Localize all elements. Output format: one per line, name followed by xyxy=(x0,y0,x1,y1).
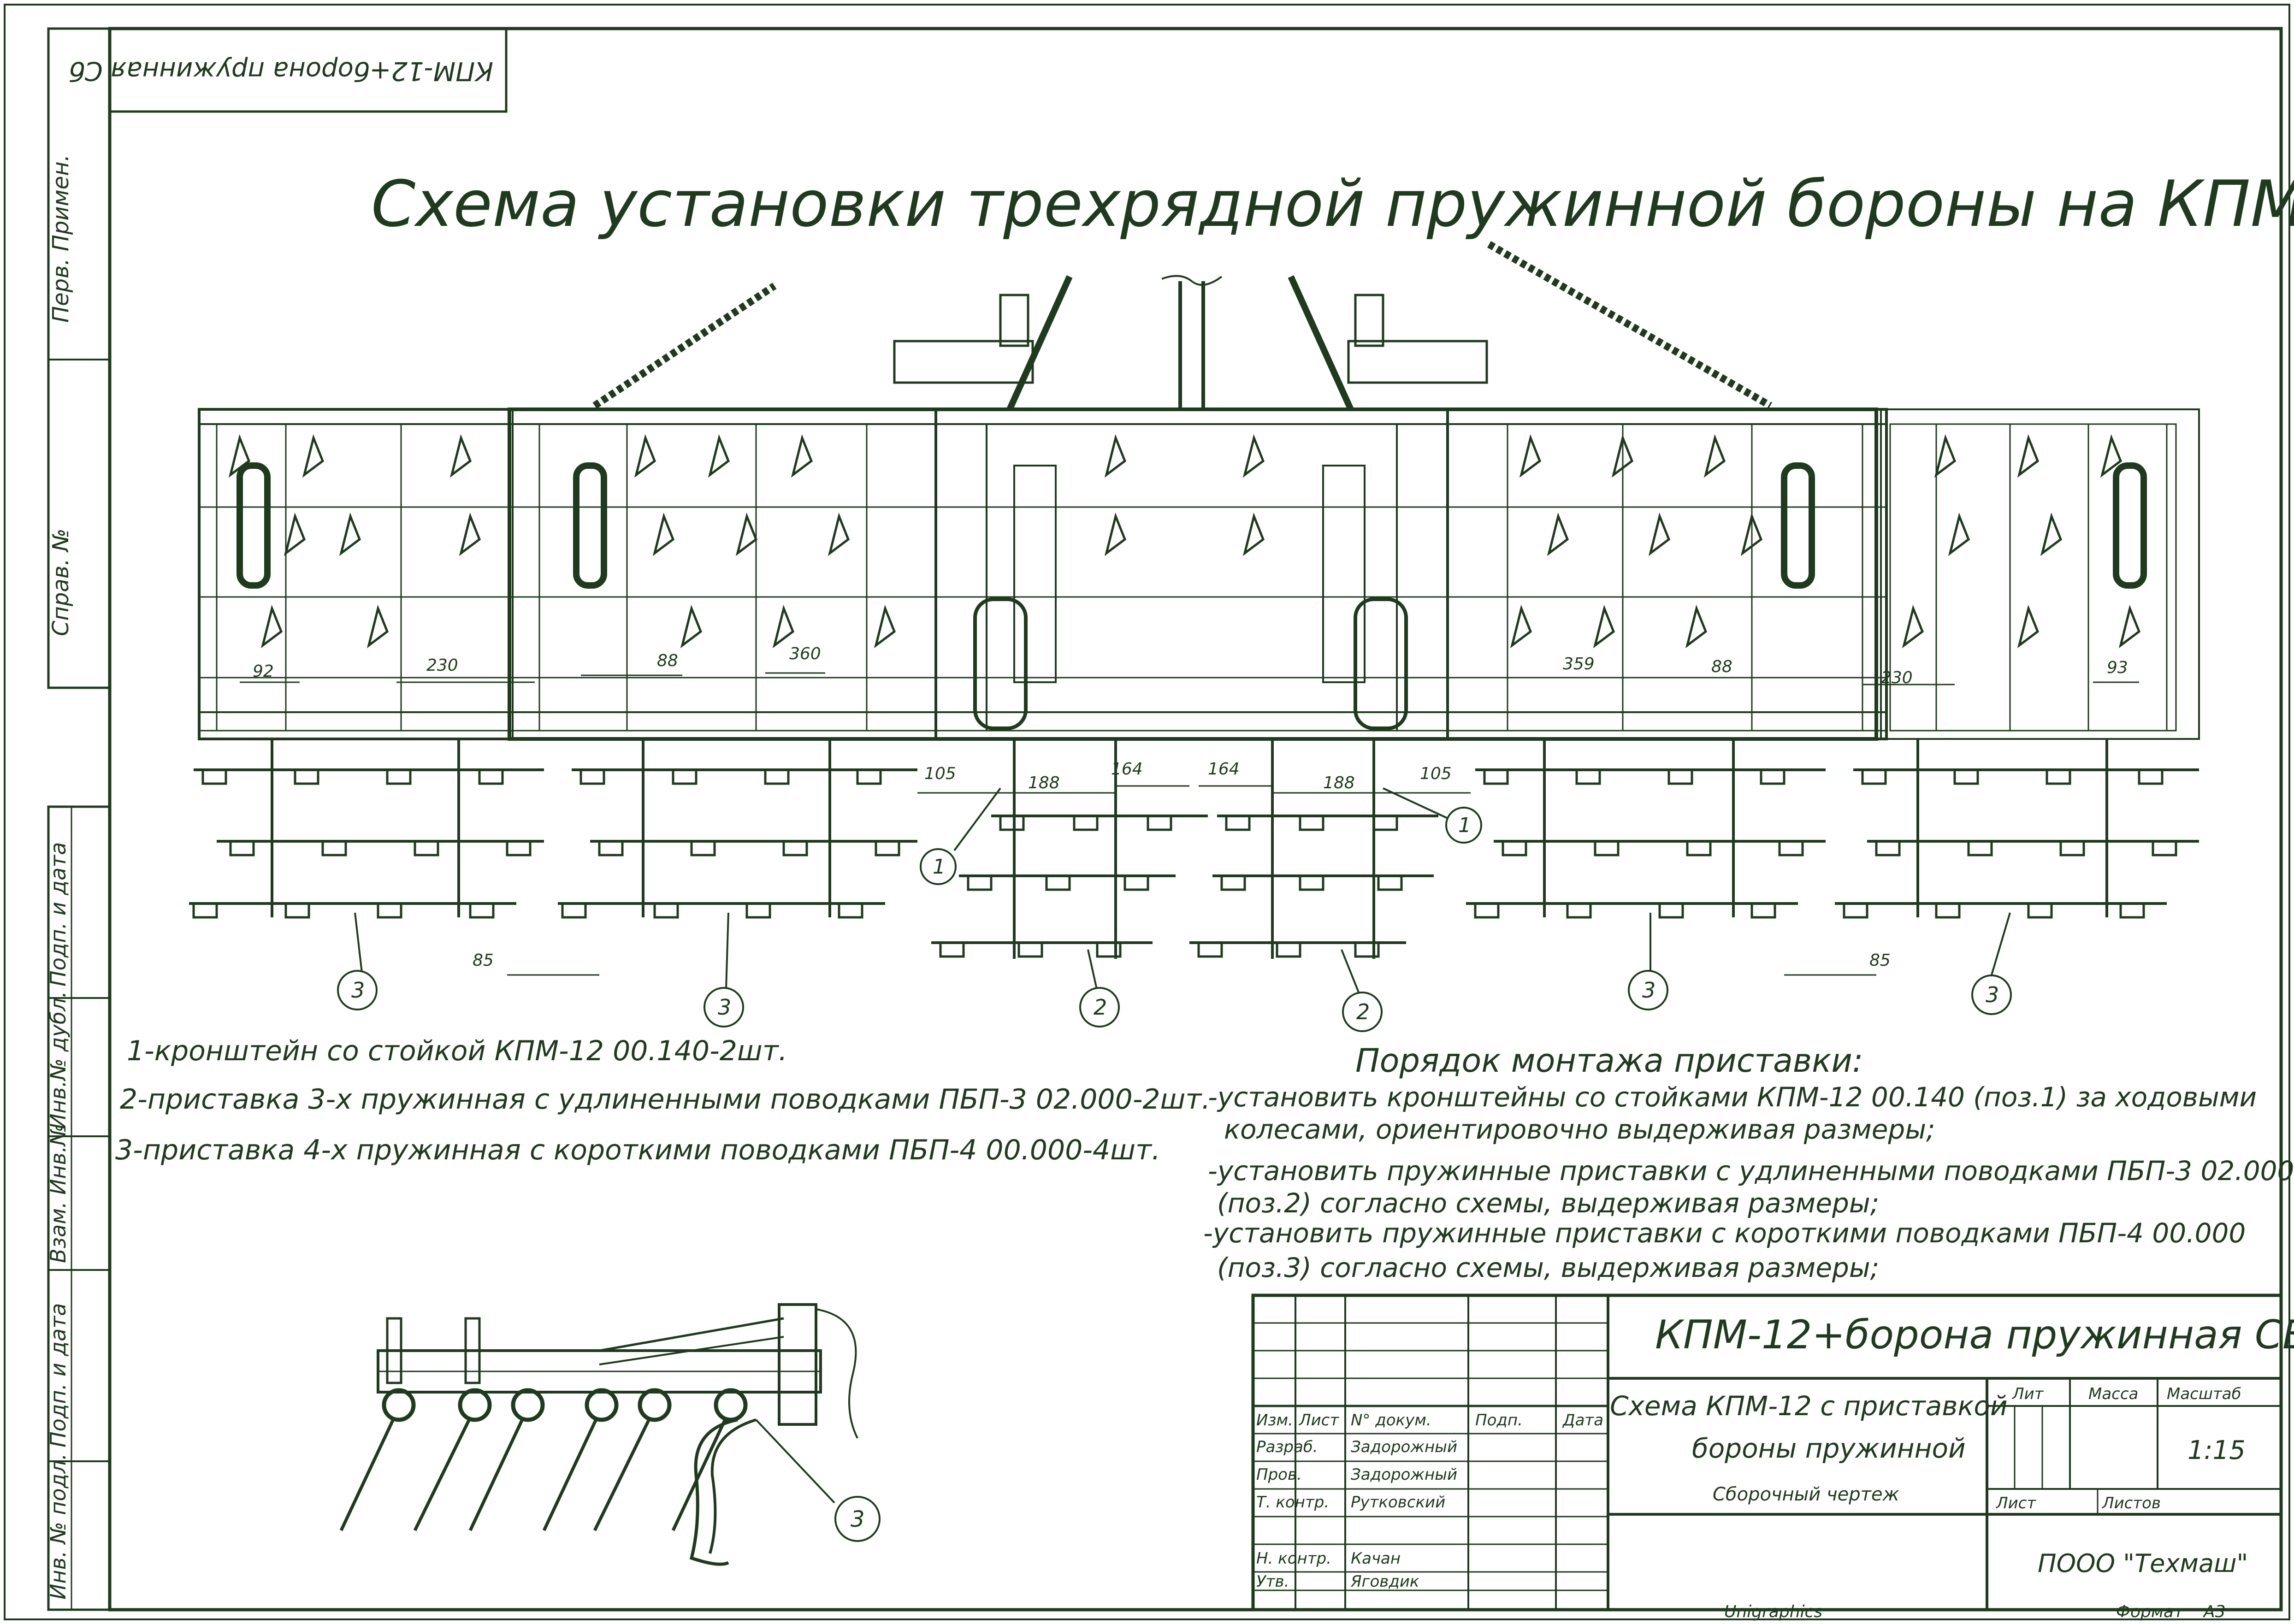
dim-center-188-right: 188 xyxy=(1323,774,1355,792)
callout-3-c: 3 xyxy=(1642,978,1655,1003)
tb-massa: Масса xyxy=(2088,1385,2138,1403)
tb-software: Unigraphics xyxy=(1724,1602,1822,1621)
callout-3-d: 3 xyxy=(1986,982,1999,1007)
side-label-inv-dubl: Инв.№ дубл. xyxy=(46,991,71,1129)
dim-right-230: 230 xyxy=(1881,668,1913,687)
dim-right-93: 93 xyxy=(2107,658,2128,677)
side-label-podp1: Подп. и дата xyxy=(46,842,71,986)
title-block xyxy=(1251,1293,2283,1612)
dim-center-164-left: 164 xyxy=(1111,760,1143,779)
position-callouts xyxy=(337,787,2012,1032)
tb-name-tkontr: Рутковский xyxy=(1351,1493,1445,1512)
side-label-inv-podl: Инв. № подл. xyxy=(46,1453,71,1600)
tb-name-utv: Яговдик xyxy=(1350,1572,1419,1591)
tb-role-nkontr: Н. контр. xyxy=(1256,1549,1331,1568)
tb-name-line1: Схема КПМ-12 с приставкой xyxy=(1610,1390,2008,1422)
tb-name-razrab: Задорожный xyxy=(1351,1438,1457,1456)
tb-org: ПООО "Техмаш" xyxy=(2038,1549,2248,1578)
side-callout-3: 3 xyxy=(851,1506,865,1532)
assembly-heading: Порядок монтажа приставки: xyxy=(1355,1042,1863,1080)
tb-sheets: Листов xyxy=(2101,1494,2161,1512)
legend-item-2: 2-приставка 3-х пружинная с удлиненными … xyxy=(120,1083,1210,1116)
tb-masshtab: Масштаб xyxy=(2167,1385,2241,1403)
tb-role-razrab: Разраб. xyxy=(1256,1438,1318,1456)
side-label-sprav: Справ. № xyxy=(48,528,74,636)
machine-plan-view xyxy=(198,241,2200,741)
legend-item-1: 1-кронштейн со стойкой КПМ-12 00.140-2шт… xyxy=(127,1035,787,1067)
dim-center-188-left: 188 xyxy=(1028,774,1060,792)
stamp-code: КПМ-12+борона пружинная Сб xyxy=(69,56,493,86)
stamp-code-box: КПМ-12+борона пружинная Сб xyxy=(69,27,508,113)
dim-left-360: 360 xyxy=(789,644,821,663)
tb-scale: 1:15 xyxy=(2188,1435,2246,1465)
dim-spacing-85-left: 85 xyxy=(473,951,494,970)
dim-spacing-85-right: 85 xyxy=(1869,951,1891,970)
tb-sheet: Лист xyxy=(1995,1494,2036,1512)
outer-frame xyxy=(4,4,2290,1620)
legend: 1-кронштейн со стойкой КПМ-12 00.140-2шт… xyxy=(115,1035,1210,1166)
assembly-line-2: колесами, ориентировочно выдерживая разм… xyxy=(1224,1114,1935,1145)
callout-3-b: 3 xyxy=(718,995,731,1020)
assembly-line-6: (поз.3) согласно схемы, выдерживая разме… xyxy=(1217,1252,1879,1283)
dim-right-88: 88 xyxy=(1711,657,1732,676)
dimension-lines xyxy=(240,672,2139,976)
harrow-attachments xyxy=(189,739,2199,959)
tb-col-izm: Изм. xyxy=(1256,1411,1293,1429)
assembly-line-4: (поз.2) согласно схемы, выдерживая разме… xyxy=(1217,1187,1879,1219)
assembly-line-3: -установить пружинные приставки с удлине… xyxy=(1208,1155,2294,1187)
dimension-values: 92 230 88 360 359 88 230 93 105 188 164 … xyxy=(253,644,2128,970)
tb-col-list: Лист xyxy=(1298,1411,1339,1429)
tb-doc-type: Сборочный чертеж xyxy=(1713,1484,1899,1505)
assembly-line-1: -установить кронштейны со стойками КПМ-1… xyxy=(1208,1081,2257,1113)
dim-center-105-left: 105 xyxy=(924,764,956,783)
tb-col-podp: Подп. xyxy=(1475,1411,1523,1429)
side-strip: Перв. Примен. Справ. № Подп. и дата Инв.… xyxy=(46,27,111,1611)
dim-left-88: 88 xyxy=(657,651,678,670)
tb-format-value: А3 xyxy=(2203,1602,2226,1621)
tb-name-prov: Задорожный xyxy=(1351,1465,1457,1484)
dim-center-164-right: 164 xyxy=(1208,760,1240,779)
dim-left-92: 92 xyxy=(253,662,274,681)
callout-2-right: 2 xyxy=(1356,999,1370,1024)
tb-role-prov: Пров. xyxy=(1256,1465,1302,1484)
dim-right-359: 359 xyxy=(1563,655,1595,673)
tb-designation: КПМ-12+борона пружинная СБ xyxy=(1655,1312,2294,1358)
tb-name-line2: бороны пружинной xyxy=(1692,1433,1966,1464)
side-detail-view xyxy=(339,1303,881,1566)
tb-lit: Лит xyxy=(2011,1385,2044,1403)
dim-center-105-right: 105 xyxy=(1420,764,1452,783)
tb-role-tkontr: Т. контр. xyxy=(1256,1493,1329,1512)
title-block-text: КПМ-12+борона пружинная СБ Схема КПМ-12 … xyxy=(1256,1312,2294,1621)
assembly-line-5: -установить пружинные приставки с коротк… xyxy=(1203,1217,2246,1249)
assembly-instructions: Порядок монтажа приставки: -установить к… xyxy=(1203,1042,2294,1283)
tb-name-nkontr: Качан xyxy=(1351,1549,1401,1568)
drawing-title: Схема установки трехрядной пружинной бор… xyxy=(371,167,2294,241)
side-label-perv: Перв. Примен. xyxy=(48,154,74,323)
side-label-podp2: Подп. и дата xyxy=(46,1303,71,1447)
callout-numbers: 1 1 2 2 3 3 3 3 xyxy=(351,814,1999,1024)
callout-1-left: 1 xyxy=(933,855,946,879)
dim-left-230: 230 xyxy=(426,656,458,675)
tb-col-data: Дата xyxy=(1562,1411,1603,1429)
callout-3-a: 3 xyxy=(351,978,365,1003)
tb-format-label: Формат xyxy=(2116,1602,2184,1621)
legend-item-3: 3-приставка 4-х пружинная с короткими по… xyxy=(115,1134,1160,1166)
tb-col-ndokum: N° докум. xyxy=(1351,1411,1431,1429)
side-label-vzam: Взам. Инв.№ xyxy=(46,1124,71,1263)
callout-1-right: 1 xyxy=(1458,814,1471,837)
tb-role-utv: Утв. xyxy=(1256,1572,1289,1591)
callout-2-left: 2 xyxy=(1094,995,1107,1020)
